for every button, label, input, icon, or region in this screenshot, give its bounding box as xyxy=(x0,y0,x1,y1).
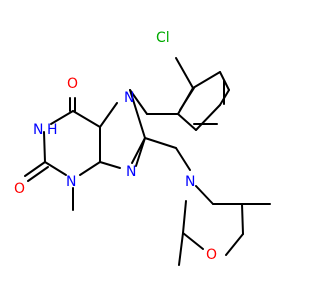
bond-morph-4 xyxy=(225,233,244,256)
bond-ch2-n-morph xyxy=(175,147,191,171)
bond-n3-c2 xyxy=(44,161,67,176)
bond-c4-n3 xyxy=(79,161,101,176)
bond-n7-c8 xyxy=(129,89,146,139)
bond-morph-5 xyxy=(182,232,204,250)
carbonyl-oxygen-left: O xyxy=(14,181,25,197)
bond-c6-c5 xyxy=(72,110,101,128)
bond-ring-2 xyxy=(192,71,221,89)
bond-n7-ch2 xyxy=(129,89,148,115)
bond-c8-ch2 xyxy=(144,137,177,149)
bond-c2-o-1 xyxy=(24,161,46,177)
bond-morph-1 xyxy=(195,185,214,205)
n7-nitrogen: N xyxy=(124,90,134,106)
bond-morph-methyl-b xyxy=(178,232,184,266)
carbonyl-oxygen-top: O xyxy=(67,76,78,92)
bond-c4-n9 xyxy=(99,161,121,169)
bonds xyxy=(24,57,271,266)
nh-nitrogen: N xyxy=(33,122,43,138)
atom-labels: Cl O O O N H N N N N xyxy=(14,30,217,263)
bond-morph-6 xyxy=(182,200,187,234)
bond-ring-5 xyxy=(195,104,221,131)
morpholine-nitrogen: N xyxy=(185,174,195,190)
bond-ring-cl xyxy=(175,57,194,89)
nh-hydrogen: H xyxy=(47,122,58,138)
canvas-background xyxy=(0,0,300,300)
bond-c2-o-2 xyxy=(27,166,49,182)
bond-ring-double-a xyxy=(179,87,195,111)
bond-c5-n7 xyxy=(99,102,118,128)
bond-c2-n1 xyxy=(43,131,46,163)
bond-c8-n9-double xyxy=(135,137,146,167)
molecule-structure-diagram: Cl O O O N H N N N N xyxy=(0,0,300,300)
bond-morph-3 xyxy=(241,203,244,235)
bond-ring-6 xyxy=(177,113,197,131)
chlorine-label: Cl xyxy=(156,30,170,46)
n9-nitrogen: N xyxy=(126,164,136,180)
n3-nitrogen: N xyxy=(66,174,76,190)
morpholine-oxygen: O xyxy=(206,247,217,263)
bond-c6-n1 xyxy=(50,110,74,125)
